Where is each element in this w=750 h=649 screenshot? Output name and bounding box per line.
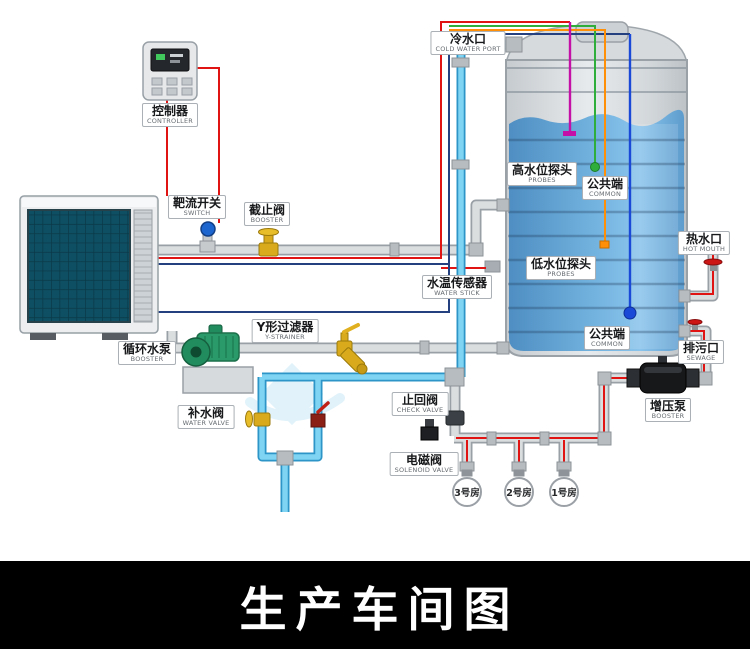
solenoid-valve-label: 电磁阀 SOLENOID VALVE (389, 452, 459, 477)
hot-supply-pipe (152, 201, 508, 254)
room-1-badge: 1号房 (549, 477, 579, 507)
common-bottom-label: 公共端 COMMON (583, 326, 631, 351)
heat-pump-unit (19, 195, 159, 340)
common-probe-tip (590, 162, 600, 172)
controller-buttons (151, 77, 193, 96)
room-3-badge: 3号房 (452, 477, 482, 507)
high-level-probe-tip (563, 131, 576, 136)
controller-label-en: CONTROLLER (147, 117, 193, 126)
valves (199, 221, 723, 441)
orange-probe-wire (449, 29, 606, 241)
check-valve-fitting (445, 410, 465, 426)
water-temp-sensor-label: 水温传感器 WATER STICK (421, 275, 493, 300)
booster-pump (626, 356, 700, 394)
controller-label: 控制器 CONTROLLER (142, 103, 198, 128)
common-bottom-probe-tip (623, 306, 637, 320)
circulating-pump-label: 循环水泵 BOOSTER (117, 341, 177, 366)
high-level-probe-label: 高水位探头 PROBES (506, 162, 578, 187)
room-2-badge: 2号房 (504, 477, 534, 507)
controller-label-zh: 控制器 (151, 104, 188, 118)
cold-water-port-label: 冷水口 COLD WATER PORT (430, 31, 506, 56)
side-vent (133, 209, 153, 323)
evaporator-coil (27, 209, 131, 323)
stop-valve-label: 截止阀 BOOSTER (243, 202, 291, 227)
low-level-probe-label: 低水位探头 PROBES (525, 256, 597, 281)
sewage-valve (687, 319, 703, 330)
sewage-port-label: 排污口 SEWAGE (677, 340, 725, 365)
page-title: 生产车间图 (239, 582, 520, 638)
navy-wires (152, 33, 630, 313)
y-strainer-label: Y形过滤器 Y-STRAINER (251, 319, 319, 344)
hot-outlet-valve (703, 258, 723, 271)
controller-device (142, 41, 198, 101)
wiring (152, 21, 637, 320)
hot-water-port-label: 热水口 HOT MOUTH (677, 231, 731, 256)
flow-switch-valve (199, 221, 216, 253)
water-tank (505, 21, 688, 357)
common-top-label: 公共端 COMMON (581, 176, 629, 201)
green-probe-wire (449, 25, 596, 163)
y-strainer-fitting (340, 347, 368, 375)
makeup-valve (245, 410, 271, 428)
flow-switch-label: 靶流开关 SWITCH (167, 195, 227, 220)
makeup-valve-label: 补水阀 WATER VALVE (177, 405, 235, 430)
check-valve-label: 止回阀 CHECK VALVE (391, 392, 449, 417)
circulating-pump (181, 324, 254, 394)
low-level-probe-tip (599, 240, 610, 249)
booster-pump-label: 增压泵 BOOSTER (644, 398, 692, 423)
stop-valve (258, 228, 279, 257)
loop-valve (310, 401, 330, 428)
title-banner: 生产车间图 (0, 561, 750, 649)
solenoid-valve-fitting (420, 419, 439, 441)
temp-sensor-boss (484, 260, 501, 273)
